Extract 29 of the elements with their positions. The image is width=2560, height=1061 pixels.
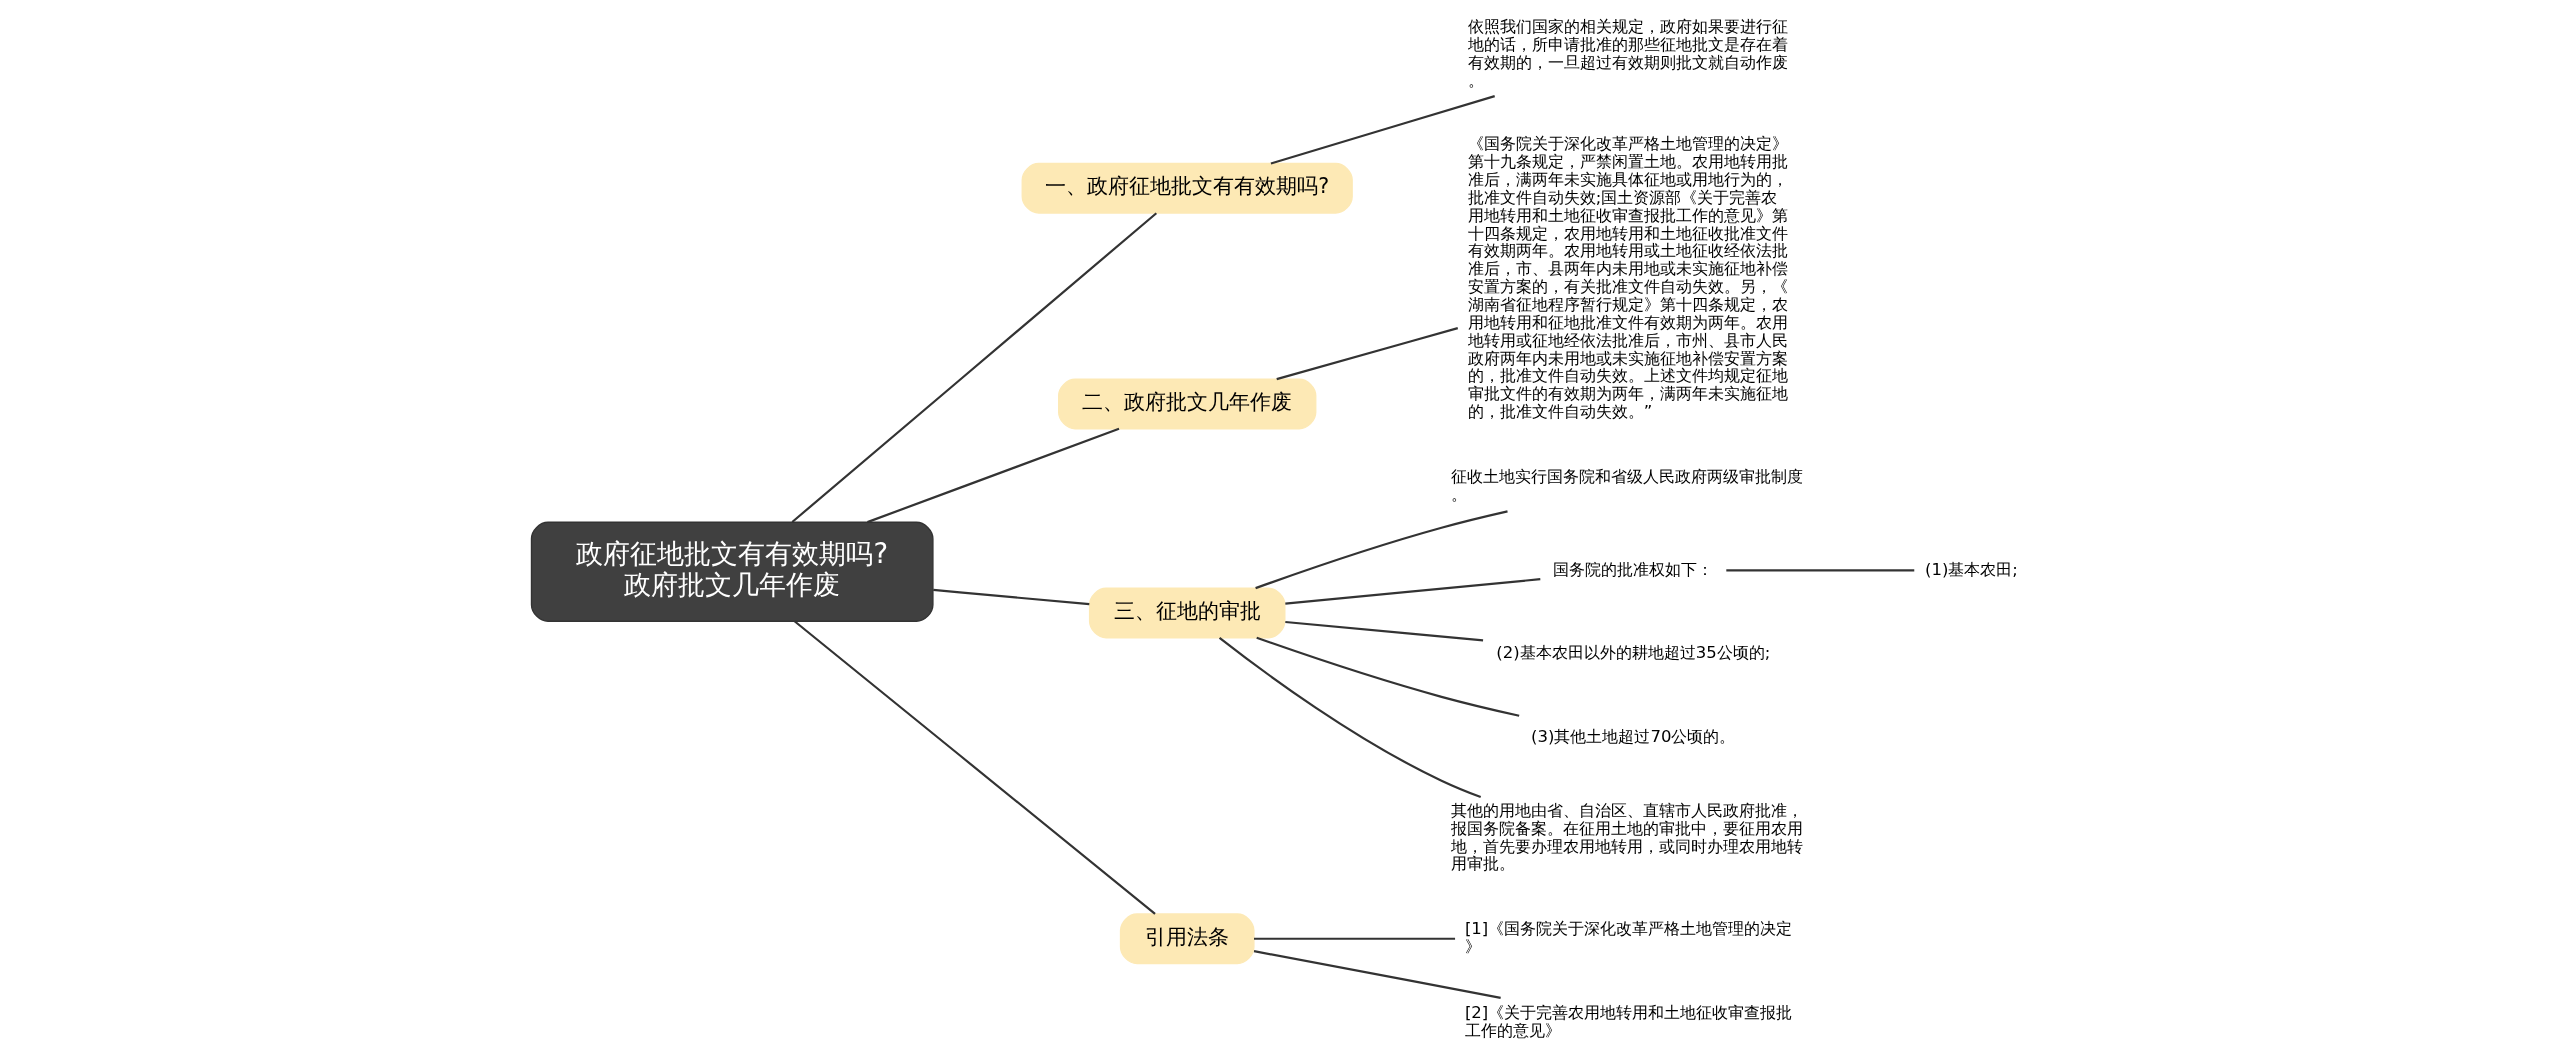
connector bbox=[793, 620, 1156, 915]
connector bbox=[867, 427, 1120, 524]
node-text: (1)基本农田; bbox=[1925, 559, 2018, 579]
connector bbox=[1285, 578, 1541, 605]
node-box: 政府征地批文有有效期吗?政府批文几年作废 bbox=[530, 521, 934, 622]
node-box: 三、征地的审批 bbox=[1088, 587, 1286, 639]
connector bbox=[1254, 937, 1456, 940]
node-text: 其他的用地由省、自治区、直辖市人民政府批准，报国务院备案。在征用土地的审批中，要征用农用地，首先要办理农用地转用，或同时办理农用地转用审批。 bbox=[1451, 800, 1804, 874]
node-text: 《国务院关于深化改革严格土地管理的决定》第十九条规定，严禁闲置土地。农用地转用批准后，满两年未实施具体征地或用地行为的，批准文件自动失效;国土资源部《关于完善农用地转用和土地征收审查报批工作的意见》第十四条规定，农用地转用和土地征收批准文件有效期两年。农用地转用或土地征收经依法批准后，市、县两年内未用地或未实施征地补偿安置方案的，有关批准文件自动失效。另，《湖南省征地程序暂行规定》第十四条规定，农用地转用和征地批准文件有效期为两年。农用地转用或征地经依法批准后，市州、县市人民政府两年内未用地或未实施征地补偿安置方案的，批准文件自动失效。上述文件均规定征地审批文件的有效期为两年，满两年未实施征地的，批准文件自动失效。” bbox=[1467, 134, 1788, 422]
node-text: (3)其他土地超过70公顷的。 bbox=[1531, 727, 1736, 747]
connector bbox=[933, 588, 1090, 606]
node-text: 依照我们国家的相关规定，政府如果要进行征地的话，所申请批准的那些征地批文是存在着有效期的，一旦超过有效期则批文就自动作废。 bbox=[1467, 17, 1788, 90]
connector bbox=[1270, 95, 1495, 165]
connector bbox=[1276, 327, 1459, 381]
node-text: 征收土地实行国务院和省级人民政府两级审批制度。 bbox=[1451, 466, 1804, 504]
node-text: (2)基本农田以外的耕地超过35公顷的; bbox=[1496, 643, 1771, 663]
connector bbox=[1726, 569, 1915, 572]
connector bbox=[1218, 637, 1482, 799]
connector bbox=[1255, 510, 1508, 590]
node-text: [1]《国务院关于深化改革严格土地管理的决定》 bbox=[1464, 919, 1793, 956]
connector bbox=[791, 212, 1158, 523]
node-box: 二、政府批文几年作废 bbox=[1058, 378, 1317, 430]
node-text: 国务院的批准权如下： bbox=[1553, 559, 1714, 579]
node-text: [2]《关于完善农用地转用和土地征收审查报批工作的意见》 bbox=[1464, 1002, 1793, 1040]
node-box: 引用法条 bbox=[1119, 913, 1255, 965]
node-box: 一、政府征地批文有有效期吗? bbox=[1021, 162, 1353, 214]
connector bbox=[1253, 950, 1501, 999]
connector bbox=[1256, 636, 1520, 717]
connector bbox=[1285, 620, 1484, 642]
